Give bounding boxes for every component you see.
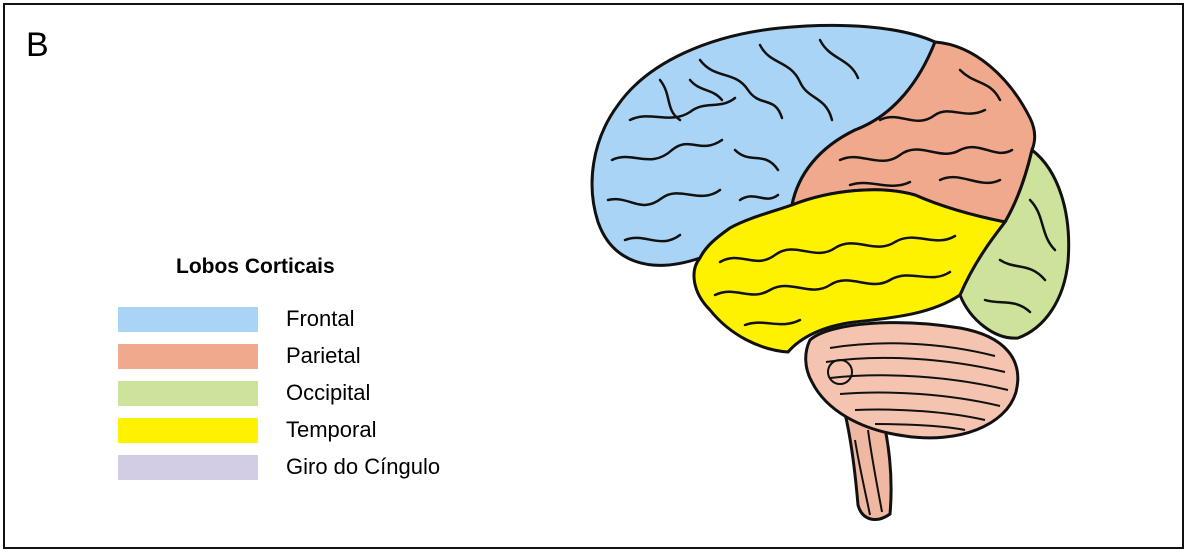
cerebellum xyxy=(806,323,1018,438)
